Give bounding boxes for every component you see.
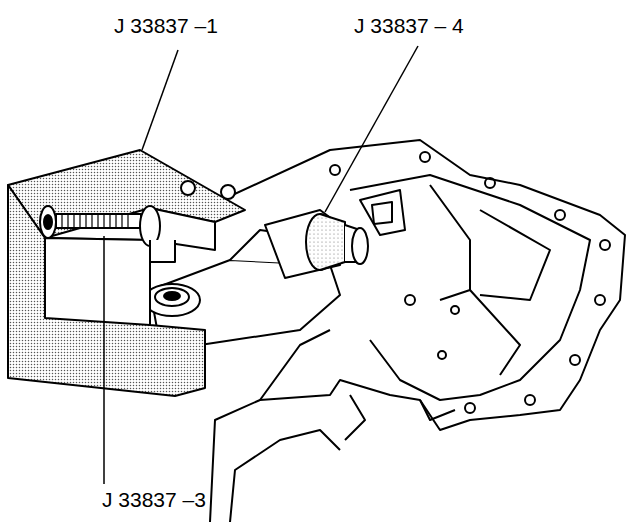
part-number: J 33837 –1 (112, 14, 220, 37)
part-number: J 33837 –3 (100, 488, 208, 511)
part-number: J 33837 – 4 (352, 14, 466, 37)
